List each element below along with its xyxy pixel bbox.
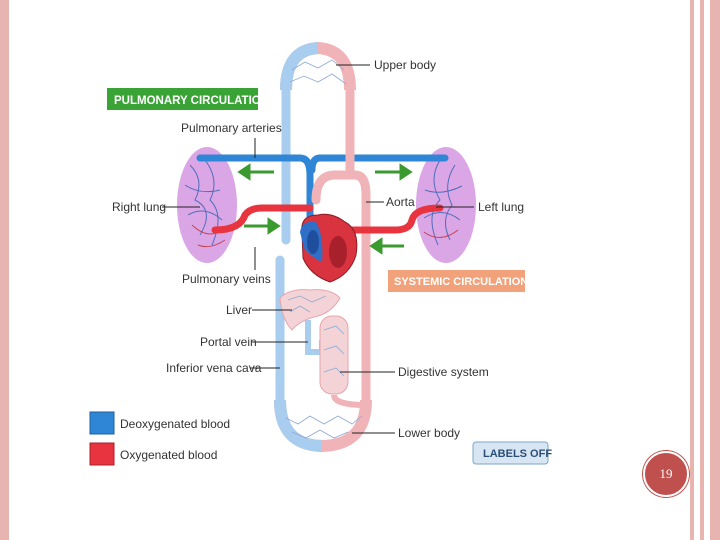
leader-lines xyxy=(162,64,474,434)
portal-vein-label: Portal vein xyxy=(200,335,257,349)
inferior-vena-cava-label: Inferior vena cava xyxy=(166,361,262,375)
pulmonary-circulation-label: PULMONARY CIRCULATION xyxy=(114,95,269,107)
left-lung-shape xyxy=(416,147,476,263)
systemic-circulation-badge xyxy=(388,270,525,292)
slide-frame-right xyxy=(700,0,704,540)
pulmonary-arteries xyxy=(196,154,449,234)
systemic-circulation-label: SYSTEMIC CIRCULATION xyxy=(394,276,528,288)
slide-frame-left xyxy=(0,0,9,540)
right-lung-shape xyxy=(177,147,237,263)
digestive-system-label: Digestive system xyxy=(398,365,489,379)
arrow-right-icon xyxy=(399,163,413,181)
labels-off-button[interactable]: LABELS OFF xyxy=(472,441,552,465)
left-lung-label: Left lung xyxy=(478,200,524,214)
aorta-label: Aorta xyxy=(386,195,415,209)
deoxygenated-legend-label: Deoxygenated blood xyxy=(120,417,230,431)
heart xyxy=(300,213,358,283)
lower-body-capillary-mesh xyxy=(285,415,363,439)
arrow-left-icon xyxy=(237,163,251,181)
oxygenated-legend-label: Oxygenated blood xyxy=(120,448,217,462)
page-number-badge: 19 xyxy=(643,451,689,497)
arrow-right-icon xyxy=(267,217,281,235)
upper-body-capillary-mesh xyxy=(289,59,347,85)
oxygenated-vessels-light xyxy=(311,85,371,405)
liver xyxy=(279,289,341,331)
oxygenated-swatch xyxy=(89,442,115,466)
pulmonary-circulation-badge xyxy=(107,88,258,110)
left-lung-capillaries xyxy=(423,159,463,246)
pulmonary-veins-label: Pulmonary veins xyxy=(182,272,271,286)
upper-body-label: Upper body xyxy=(374,58,436,72)
lower-body-capillary-blue xyxy=(274,399,323,452)
labels-off-label: LABELS OFF xyxy=(483,448,552,460)
lower-body-label: Lower body xyxy=(398,426,460,440)
left-lung-capillaries-red xyxy=(423,229,459,238)
upper-body-capillary-blue xyxy=(280,42,319,91)
deoxygenated-swatch xyxy=(89,411,115,435)
pulmonary-arteries-label: Pulmonary arteries xyxy=(181,121,282,135)
slide-frame-right xyxy=(710,0,720,540)
arrow-left-icon xyxy=(369,237,383,255)
right-lung-label: Right lung xyxy=(112,200,166,214)
liver-label: Liver xyxy=(226,303,252,317)
digestive-system xyxy=(319,315,367,408)
flow-arrows xyxy=(237,163,413,255)
deoxygenated-vessels-light xyxy=(275,85,291,405)
pulmonary-veins xyxy=(211,204,444,234)
slide-frame-right xyxy=(690,0,694,540)
